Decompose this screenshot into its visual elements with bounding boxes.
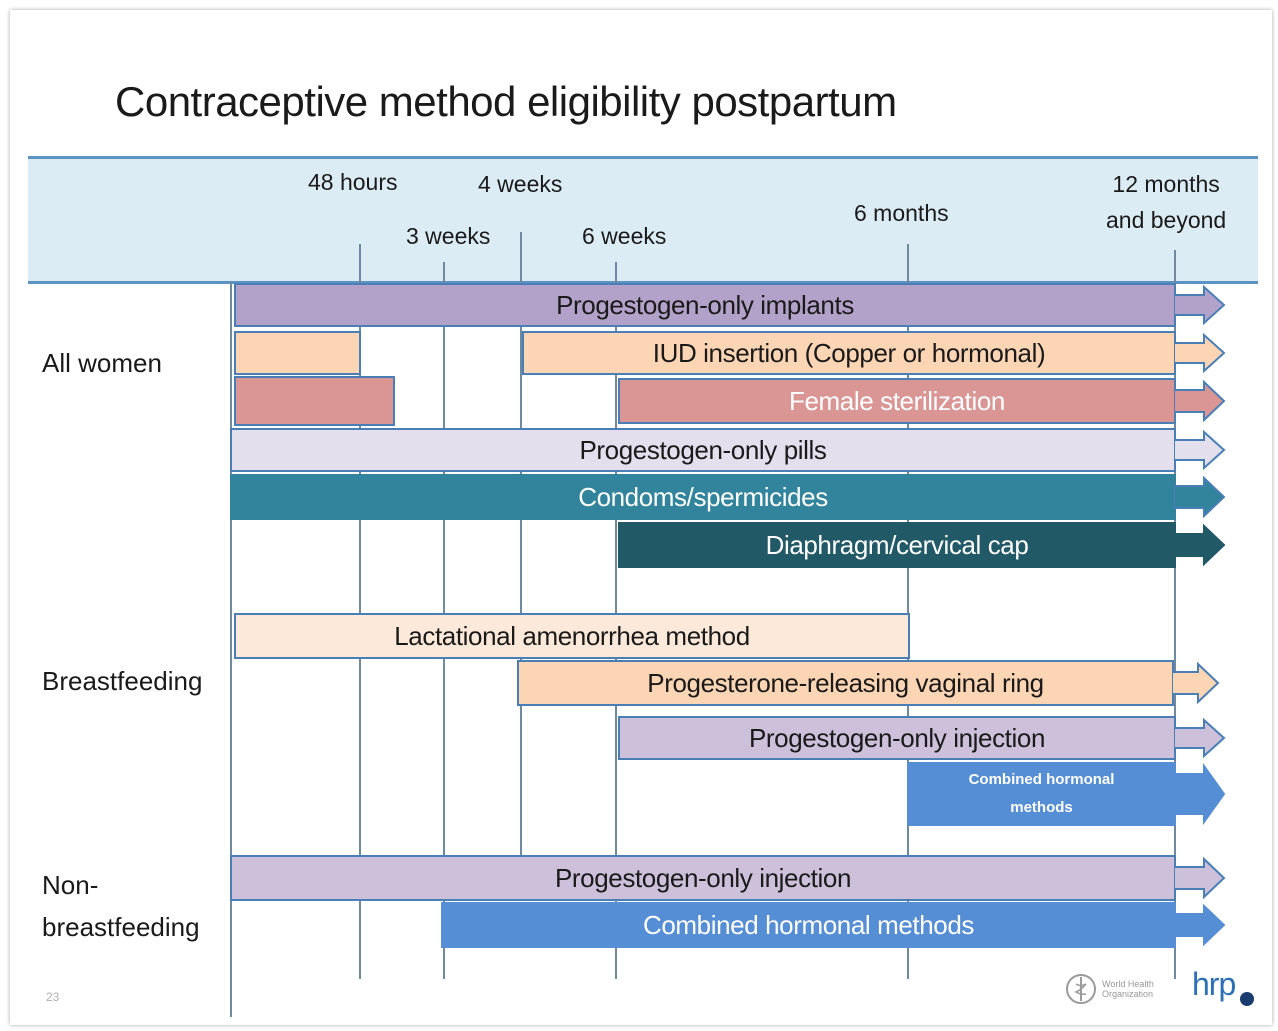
bar-lam: Lactational amenorrhea method <box>234 613 910 659</box>
bar-iud: IUD insertion (Copper or hormonal) <box>522 331 1176 375</box>
bar-condoms: Condoms/spermicides <box>230 474 1176 520</box>
tick-label-12-months-line2: and beyond <box>1106 207 1227 233</box>
arrow-bf-injection <box>1174 717 1226 759</box>
arrow-iud <box>1174 332 1226 374</box>
who-text-line1: World Health <box>1102 979 1154 989</box>
tick-label-12-months-line1: 12 months <box>1112 171 1220 197</box>
gridline-6-months <box>907 244 909 979</box>
who-emblem-icon <box>1066 974 1096 1004</box>
arrow-diaphragm <box>1174 523 1226 567</box>
bar-vaginal-ring: Progesterone-releasing vaginal ring <box>517 660 1174 706</box>
slide-number: 23 <box>46 990 60 1004</box>
who-logo: World Health Organization <box>1064 972 1154 1006</box>
bar-bf-combined-line1: Combined hormonal <box>968 771 1115 788</box>
group-label-breastfeeding: Breastfeeding <box>42 666 203 696</box>
group-label-non-breastfeeding-line1: Non- <box>42 870 99 900</box>
gridline-48-hours <box>359 244 361 979</box>
bar-implants: Progestogen-only implants <box>234 283 1176 327</box>
arrow-bf-combined <box>1174 762 1226 826</box>
timeline-band <box>28 156 1258 284</box>
bar-bf-combined-line2: methods <box>1010 799 1073 816</box>
bar-pills: Progestogen-only pills <box>230 428 1176 472</box>
tick-label-6-months: 6 months <box>854 200 949 226</box>
arrow-nbf-injection <box>1174 856 1226 900</box>
page-title: Contraceptive method eligibility postpar… <box>115 78 897 125</box>
hrp-logo: hrp <box>1192 966 1236 1002</box>
tick-label-3-weeks: 3 weeks <box>406 223 491 249</box>
group-label-all-women: All women <box>42 348 162 378</box>
bar-bf-injection: Progestogen-only injection <box>618 716 1176 760</box>
bar-sterilization-early <box>234 376 395 426</box>
gridline-0 <box>230 282 232 1017</box>
arrow-condoms <box>1174 475 1226 519</box>
who-text-line2: Organization <box>1102 989 1154 999</box>
tick-label-6-weeks: 6 weeks <box>582 223 667 249</box>
who-text: World Health Organization <box>1102 979 1154 999</box>
arrow-pills <box>1174 429 1226 471</box>
group-label-non-breastfeeding-line2: breastfeeding <box>42 912 200 942</box>
tick-label-4-weeks: 4 weeks <box>478 171 563 197</box>
arrow-vaginal-ring <box>1172 661 1220 705</box>
hrp-logo-dot <box>1240 992 1254 1006</box>
group-label-non-breastfeeding: Non- breastfeeding <box>42 864 200 948</box>
gridline-12-months <box>1174 250 1176 979</box>
bar-sterilization: Female sterilization <box>618 378 1176 424</box>
bar-nbf-injection: Progestogen-only injection <box>230 855 1176 901</box>
bar-diaphragm: Diaphragm/cervical cap <box>618 522 1176 568</box>
arrow-sterilization <box>1174 379 1226 423</box>
arrow-nbf-combined <box>1174 903 1226 947</box>
bar-iud-early <box>234 331 361 375</box>
arrow-implants <box>1174 284 1226 326</box>
gridline-4-weeks <box>520 232 522 855</box>
bar-bf-combined: Combined hormonal methods <box>907 762 1176 826</box>
bar-nbf-combined: Combined hormonal methods <box>441 902 1176 948</box>
tick-label-12-months: 12 months and beyond <box>1106 166 1226 238</box>
tick-label-48-hours: 48 hours <box>308 169 398 195</box>
